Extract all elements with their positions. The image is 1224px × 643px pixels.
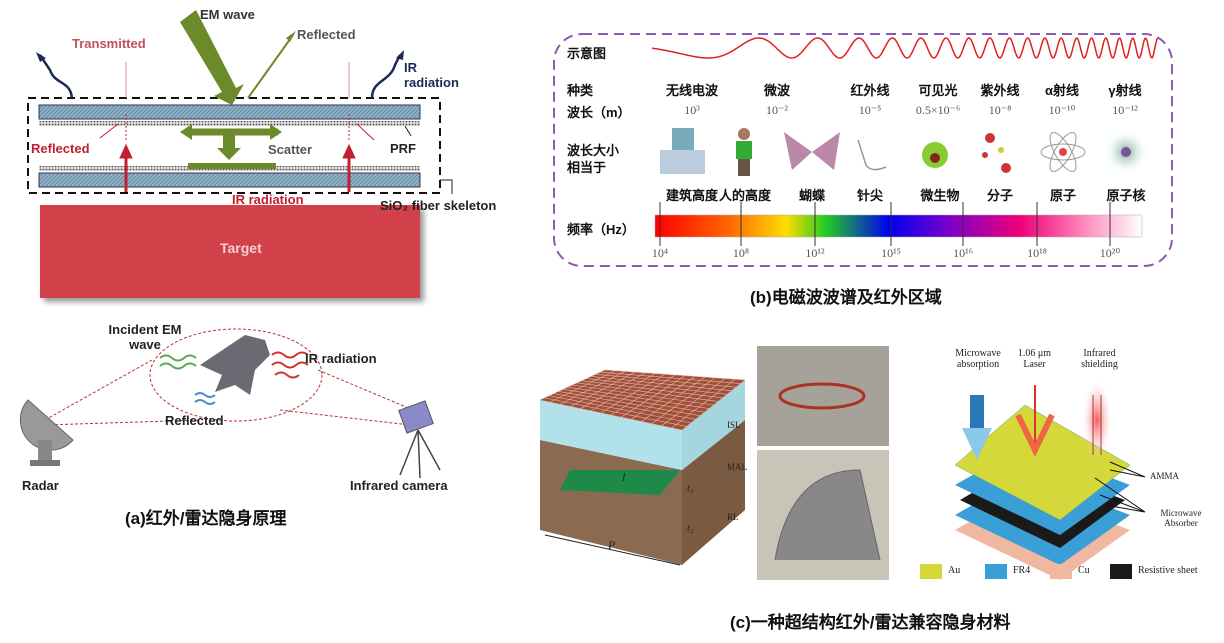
frequency-tick-label: 10²⁰ bbox=[1099, 246, 1121, 260]
spectrum-wavelength: 10⁻² bbox=[766, 103, 788, 117]
row-label-frequency: 频率（Hz） bbox=[567, 222, 635, 237]
em-wave-arrow bbox=[180, 10, 244, 105]
size-comparison-label: 原子 bbox=[1049, 188, 1076, 203]
infrared-camera-icon bbox=[398, 400, 441, 479]
spectrum-bar bbox=[654, 214, 1143, 238]
legend-label: FR4 bbox=[1013, 565, 1031, 576]
amma-label: AMMA bbox=[1150, 471, 1180, 481]
infrared-camera-label: Infrared camera bbox=[350, 478, 448, 493]
spectrum-wavelength: 10⁻¹² bbox=[1112, 103, 1138, 117]
size-comparison-label: 建筑高度 bbox=[665, 188, 718, 203]
row-label-size: 波长大小相当于 bbox=[567, 143, 620, 175]
scatter-label: Scatter bbox=[268, 142, 313, 157]
size-comparison-label: 蝴蝶 bbox=[798, 188, 825, 203]
frequency-tick-label: 10¹² bbox=[805, 246, 825, 260]
microwave-absorption-label: Microwave absorption bbox=[955, 348, 1001, 370]
reflected-top-label: Reflected bbox=[297, 27, 356, 42]
prf-label: PRF bbox=[390, 141, 416, 156]
em-wave-label: EM wave bbox=[200, 7, 255, 22]
row-label-wavelength: 波长（m） bbox=[567, 105, 631, 120]
atom-icon bbox=[1040, 132, 1086, 172]
metastructure-3d bbox=[539, 369, 746, 566]
sio2-skeleton-label: SiO₂ fiber skeleton bbox=[380, 198, 497, 213]
size-comparison-label: 人的高度 bbox=[718, 188, 771, 203]
legend-label: Resistive sheet bbox=[1138, 565, 1198, 576]
legend-swatch bbox=[920, 564, 942, 579]
row-label-schematic: 示意图 bbox=[567, 46, 607, 61]
amma-diagram bbox=[954, 380, 1146, 580]
ir-radiation-label: IR radiation bbox=[305, 351, 377, 366]
spectrum-type: 无线电波 bbox=[665, 83, 718, 98]
isl-label: ISL bbox=[727, 420, 741, 430]
legend-label: Au bbox=[948, 565, 961, 576]
spectrum-type: 紫外线 bbox=[980, 83, 1020, 98]
infrared-shielding-label: Infrared shielding bbox=[1081, 348, 1118, 370]
caption-b: (b)电磁波波谱及红外区域 bbox=[750, 288, 942, 307]
spectrum-wavelength: 0.5×10⁻⁶ bbox=[915, 103, 961, 117]
t1-label: t₁ bbox=[687, 482, 694, 494]
person-icon bbox=[736, 128, 752, 176]
target-label: Target bbox=[220, 240, 262, 256]
spectrum-type: α射线 bbox=[1045, 83, 1079, 98]
ir-radiation-bottom-label: IR radiation bbox=[232, 192, 304, 207]
nucleus-icon bbox=[1104, 130, 1148, 174]
prf-dashed-box bbox=[27, 97, 441, 194]
frequency-tick-label: 10⁸ bbox=[732, 246, 750, 260]
mal-label: MAL bbox=[727, 462, 747, 472]
p-label: P bbox=[608, 538, 616, 552]
row-label-type: 种类 bbox=[567, 83, 594, 98]
reflected-label: Reflected bbox=[165, 413, 224, 428]
spectrum-wavelength: 10⁻⁵ bbox=[858, 103, 882, 117]
spectrum-dashed-box bbox=[553, 33, 1173, 267]
reflected-left-label: Reflected bbox=[31, 141, 90, 156]
laser-label: 1.06 μm Laser bbox=[1017, 348, 1052, 370]
microwave-absorber-label: Microwave Absorber bbox=[1160, 508, 1202, 528]
spectrum-type: 微波 bbox=[763, 83, 790, 98]
l-label: l bbox=[622, 470, 626, 484]
size-comparison-label: 分子 bbox=[986, 188, 1013, 203]
butterfly-icon bbox=[784, 132, 840, 170]
building-icon bbox=[660, 128, 705, 174]
rl-label: RL bbox=[727, 512, 739, 522]
wave-schematic bbox=[651, 36, 1159, 60]
size-comparison-label: 原子核 bbox=[1106, 188, 1146, 203]
legend-label: Cu bbox=[1078, 565, 1090, 576]
incident-em-wave-label: Incident EM wave bbox=[108, 322, 182, 352]
legend-swatch bbox=[1110, 564, 1132, 579]
ir-curve-right-icon bbox=[370, 54, 402, 99]
size-comparison-label: 针尖 bbox=[856, 188, 883, 203]
spectrum-type: γ射线 bbox=[1108, 83, 1142, 98]
radar-label: Radar bbox=[22, 478, 59, 493]
spectrum-wavelength: 10³ bbox=[684, 103, 700, 117]
photo-flat-sample bbox=[757, 346, 889, 446]
needle-icon bbox=[857, 139, 887, 171]
size-comparison-label: 微生物 bbox=[920, 188, 960, 203]
caption-c: (c)一种超结构红外/雷达兼容隐身材料 bbox=[730, 613, 1011, 632]
ir-curve-left-icon bbox=[38, 54, 74, 99]
spectrum-type: 红外线 bbox=[850, 83, 890, 98]
ir-radiation-right-label: IR radiation bbox=[404, 60, 459, 90]
frequency-tick-label: 10⁴ bbox=[651, 246, 669, 260]
legend-swatch bbox=[1050, 564, 1072, 579]
frequency-tick-label: 10¹⁵ bbox=[881, 246, 901, 260]
top-fiber-layer bbox=[38, 104, 421, 120]
t2-label: t₂ bbox=[687, 522, 694, 534]
frequency-tick-label: 10¹⁶ bbox=[953, 246, 973, 260]
transmitted-label: Transmitted bbox=[72, 36, 146, 51]
molecule-icon bbox=[982, 133, 1011, 173]
radar-dish-icon bbox=[19, 399, 74, 466]
legend-swatch bbox=[985, 564, 1007, 579]
spectrum-wavelength: 10⁻¹⁰ bbox=[1048, 103, 1076, 117]
caption-a: (a)红外/雷达隐身原理 bbox=[125, 509, 287, 528]
aircraft-ellipse bbox=[149, 328, 323, 422]
frequency-tick-label: 10¹⁸ bbox=[1027, 246, 1047, 260]
spectrum-wavelength: 10⁻⁸ bbox=[988, 103, 1012, 117]
target-block bbox=[40, 205, 420, 298]
microbe-icon bbox=[922, 142, 948, 168]
spectrum-type: 可见光 bbox=[918, 83, 958, 98]
bottom-fiber-layer bbox=[38, 172, 421, 188]
stealth-aircraft-icon bbox=[200, 335, 270, 395]
